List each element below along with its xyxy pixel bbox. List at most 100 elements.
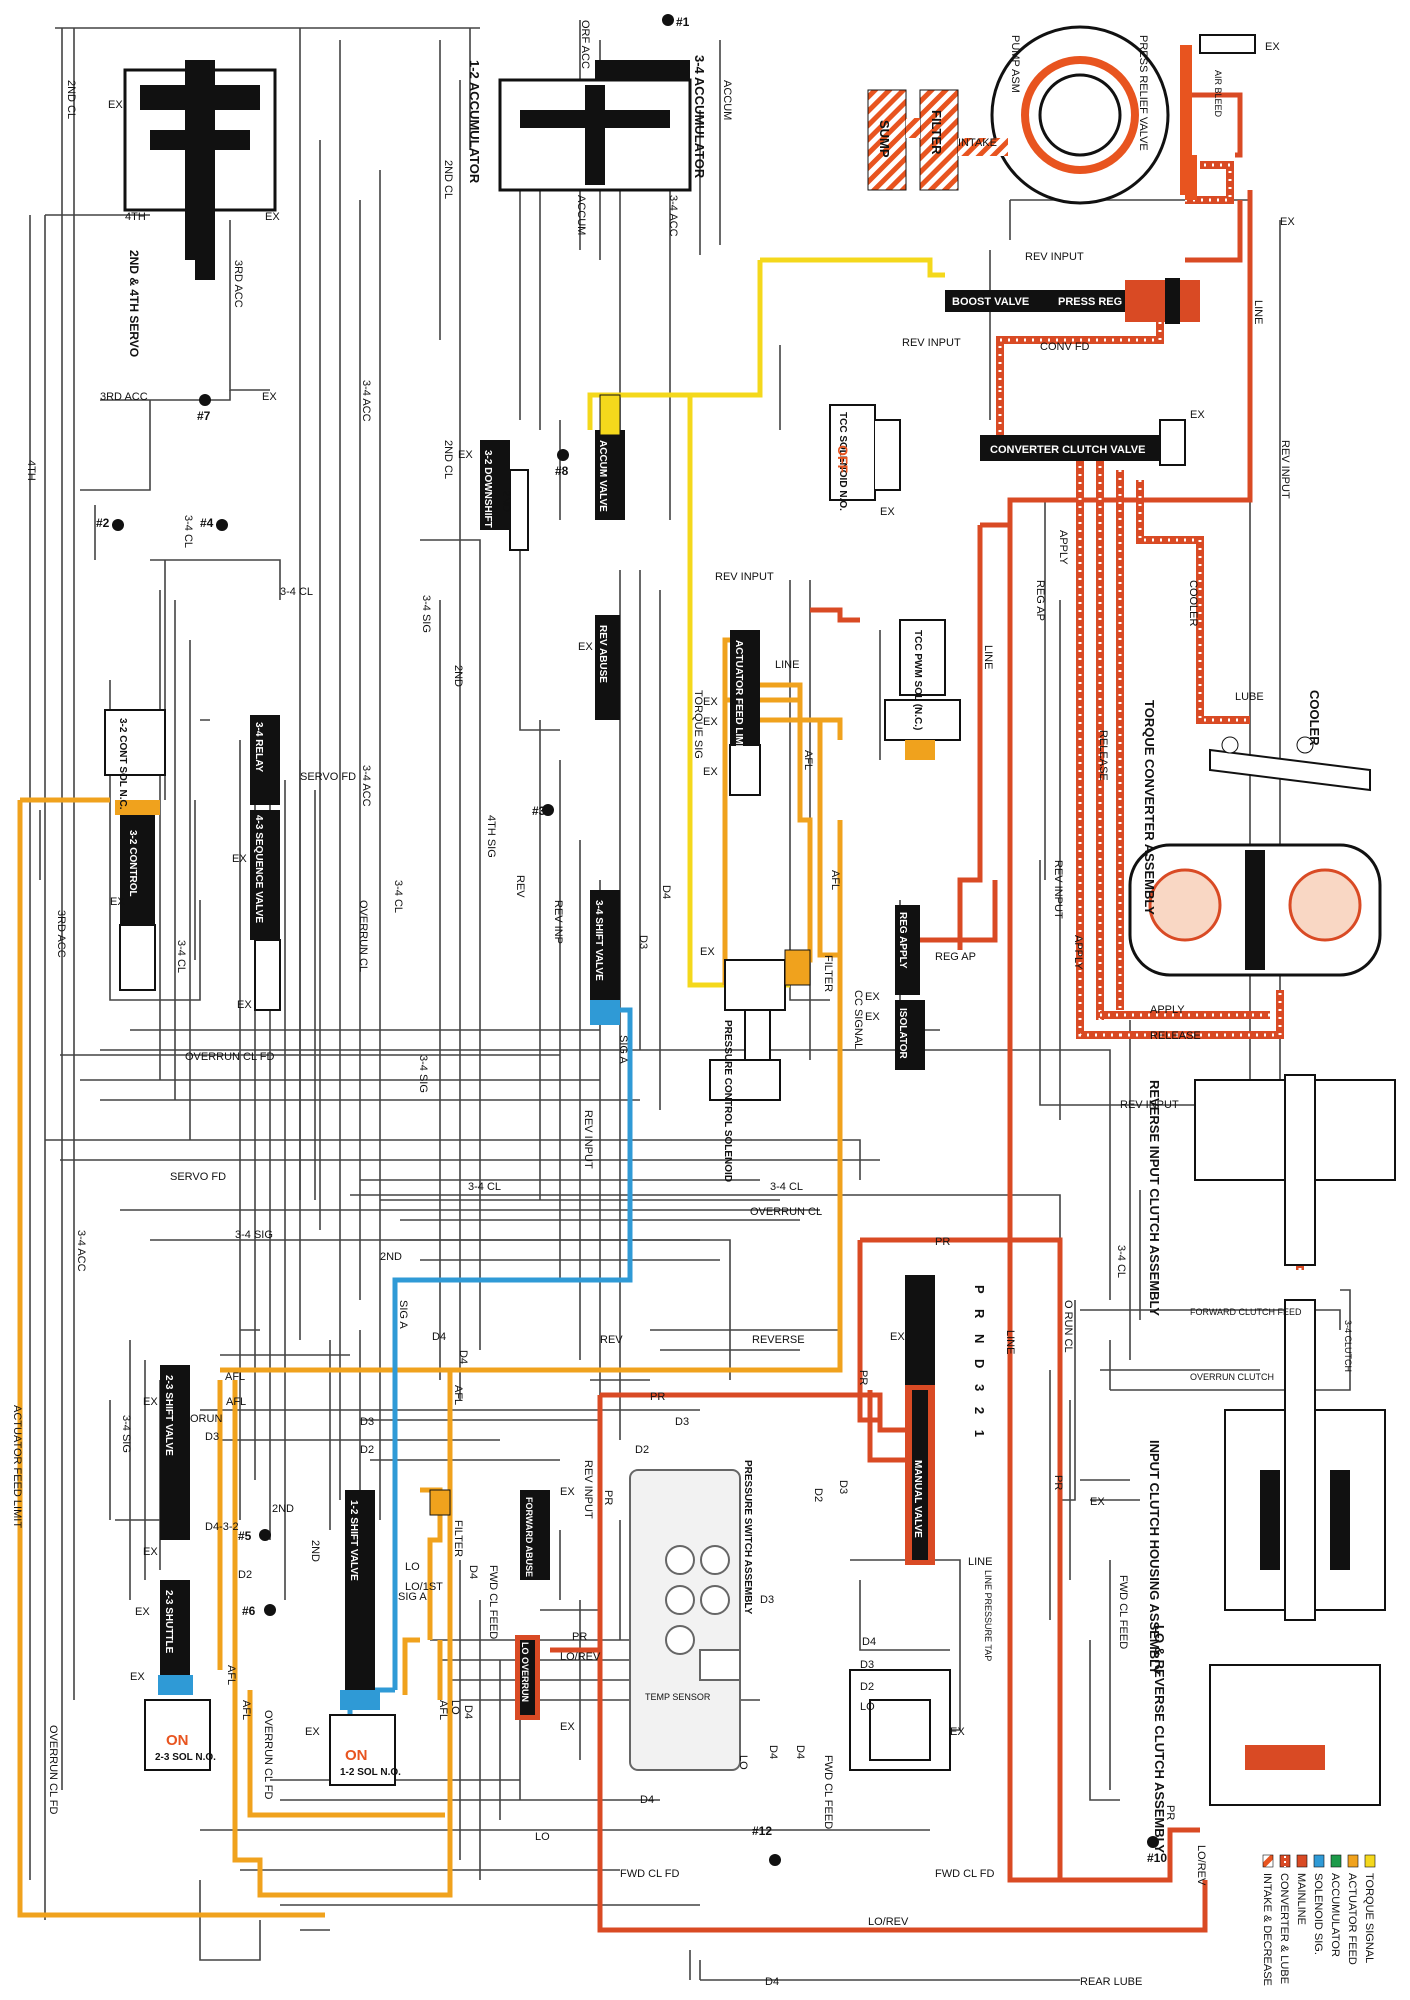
label-rev-inp: REV INP	[552, 900, 564, 944]
label-pr-f: PR	[572, 1631, 587, 1643]
label-4th: 4TH	[125, 211, 146, 223]
temp-sensor-label: TEMP SENSOR	[645, 1692, 711, 1702]
label-ex-23: EX	[1190, 409, 1205, 421]
label-afl-g: AFL	[240, 1700, 252, 1720]
control-32-assembly	[104, 709, 166, 991]
label-ex-16: EX	[305, 1726, 320, 1738]
label-d2-e: D2	[860, 1681, 874, 1693]
converter-clutch-valve	[980, 419, 1186, 466]
checkball-label-7: #7	[197, 409, 211, 423]
manual-valve	[905, 1275, 935, 1565]
label-34-cl-c: 3-4 CL	[392, 880, 404, 913]
torque-conv-label: TORQUE CONVERTER ASSEMBLY	[1142, 700, 1157, 915]
checkball-label-4: #4	[200, 516, 214, 530]
rev-abuse-valve	[595, 615, 620, 720]
downshift-32-valve	[480, 440, 529, 551]
label-afl: AFL	[802, 750, 814, 770]
torque-converter-drawing	[1128, 843, 1382, 977]
isolator-label: ISOLATOR	[897, 1008, 908, 1060]
label-afl-b: AFL	[829, 870, 841, 890]
label-lo-rev: LO/REV	[560, 1651, 601, 1663]
label-3rd-acc: 3RD ACC	[232, 260, 244, 308]
label-34-acc-c: 3-4 ACC	[360, 765, 372, 807]
label-34-sig-b: 3-4 SIG	[417, 1055, 429, 1093]
label-ex-5: EX	[578, 641, 593, 653]
label-ex-10: EX	[865, 991, 880, 1003]
boost-valve-label: BOOST VALVE	[952, 296, 1029, 308]
pressure-control-solenoid	[709, 949, 811, 1101]
legend-label-6: TORQUE SIGNAL	[1363, 1873, 1375, 1963]
filter-label: FILTER	[929, 110, 944, 155]
label-lo-rev-c: LO/REV	[1195, 1845, 1207, 1886]
label-servo-fd-b: SERVO FD	[170, 1171, 226, 1183]
sump-filter	[867, 89, 1008, 191]
sol12-label: 1-2 SOL N.O.	[340, 1767, 401, 1778]
actuator-feed-passages	[17, 637, 843, 1918]
label-o-run-cl: O RUN CL	[1062, 1300, 1074, 1353]
label-pr-d: PR	[1052, 1475, 1064, 1490]
shift12-label: 1-2 SHIFT VALVE	[348, 1500, 359, 1581]
legend-label-4: ACCUMULATOR	[1329, 1873, 1341, 1957]
shift-23-valve	[144, 1365, 211, 1771]
label-rev-input-e: REV INPUT	[1052, 860, 1064, 919]
label-d3-e: D3	[837, 1480, 849, 1494]
label-34-cl-e: 3-4 CL	[468, 1181, 501, 1193]
checkball-6	[264, 1604, 276, 1616]
legend-swatch-4	[1330, 1854, 1342, 1868]
label-cooler: COOLER	[1187, 580, 1199, 627]
label-34-cl-g: 3-4 CL	[1115, 1245, 1127, 1278]
tcc-pwm-solenoid	[884, 619, 961, 760]
label-afl-d: AFL	[226, 1396, 246, 1408]
forward-abuse-lo-overrun	[515, 1490, 550, 1720]
label-34-cl: 3-4 CL	[182, 515, 194, 548]
label-rev-input-b: REV INPUT	[902, 337, 961, 349]
sol23-label: 2-3 SOL N.O.	[155, 1752, 216, 1763]
cooler-label: COOLER	[1307, 690, 1322, 746]
label-d4: D4	[660, 885, 672, 899]
servo-2nd-4th	[123, 60, 277, 280]
accum-valve-label: ACCUM VALVE	[597, 440, 608, 512]
label-filter-b: FILTER	[452, 1520, 464, 1557]
label-d4-f: D4	[862, 1636, 876, 1648]
label-ex-4: EX	[458, 449, 473, 461]
label-release-b: RELEASE	[1150, 1030, 1201, 1042]
label-3rd-acc-b: 3RD ACC	[100, 391, 148, 403]
label-afl-h: AFL	[437, 1700, 449, 1720]
label-4th-sig: 4TH SIG	[485, 815, 497, 858]
pressure-switch-label: PRESSURE SWITCH ASSEMBLY	[742, 1460, 753, 1615]
shift-12-valve	[329, 1490, 396, 1786]
label-34-sig: 3-4 SIG	[420, 595, 432, 633]
lo-rev-clutch-label: LO & REVERSE CLUTCH ASSEMBLY	[1152, 1625, 1167, 1853]
checkball-label-8: #8	[555, 464, 569, 478]
sol12-state: ON	[345, 1747, 368, 1764]
label-2nd-cl: 2ND CL	[65, 80, 77, 119]
legend-swatch-5	[1347, 1854, 1359, 1868]
label-ex-8: EX	[703, 766, 718, 778]
label-overrun-cl-fd-c: OVERRUN CL FD	[47, 1725, 59, 1814]
label-rev-b: REV	[600, 1334, 623, 1346]
pressure-switch-assembly	[629, 1469, 741, 1771]
component-labels: 2ND & 4TH SERVO 1-2 ACCUMULATOR 3-4 ACCU…	[117, 35, 1353, 1988]
checkball-8	[557, 449, 569, 461]
label-3rd-acc-c: 3RD ACC	[55, 910, 67, 958]
label-d3-g: D3	[860, 1659, 874, 1671]
label-servo-fd: SERVO FD	[300, 771, 356, 783]
legend-label-1: CONVERTER & LUBE	[1278, 1873, 1290, 1984]
label-sig-a-c: SIG A	[398, 1591, 427, 1603]
pressure-regulator	[945, 278, 1200, 324]
label-lo-rev-b: LO/REV	[868, 1916, 909, 1928]
check-balls	[112, 14, 1159, 1866]
label-overrun-cl-fd-b: OVERRUN CL FD	[262, 1710, 274, 1799]
label-orun: ORUN	[190, 1413, 222, 1425]
label-rev-input: REV INPUT	[1025, 251, 1084, 263]
label-accum: ACCUM	[721, 80, 733, 120]
label-34-cl-b: 3-4 CL	[280, 586, 313, 598]
label-2nd-cl-b: 2ND CL	[442, 160, 454, 199]
checkball-3	[542, 804, 554, 816]
label-34-acc-b: 3-4 ACC	[360, 380, 372, 422]
pcs-label: PRESSURE CONTROL SOLENOID	[722, 1020, 733, 1182]
label-reg-ap: REG AP	[1034, 580, 1046, 621]
label-2nd-cl-c: 2ND CL	[442, 440, 454, 479]
legend-swatch-0	[1262, 1854, 1274, 1868]
